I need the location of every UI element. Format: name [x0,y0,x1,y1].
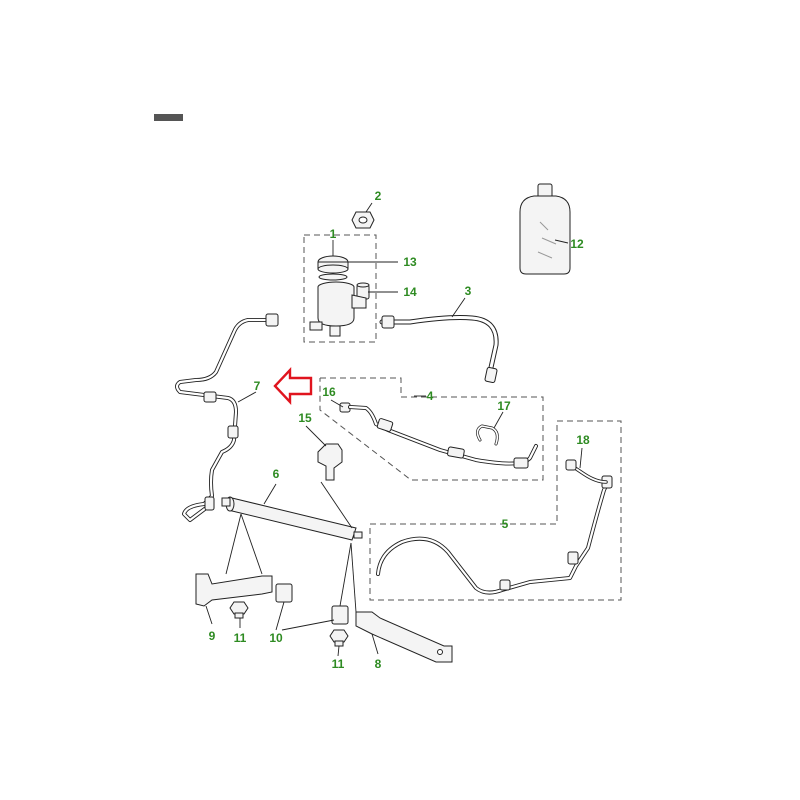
callout-6: 6 [273,467,280,481]
bracket-8 [355,611,453,663]
leader-lines [205,202,583,657]
mounting-clip-15 [317,443,343,481]
marker-bar [154,114,183,121]
callout-17: 17 [497,399,511,413]
callout-9: 9 [209,629,216,643]
callout-3: 3 [465,284,472,298]
pressure-hose-7 [175,313,279,522]
clip-10b [331,605,349,625]
callout-13: 13 [403,255,417,269]
callout-16: 16 [322,385,336,399]
callout-5: 5 [502,517,509,531]
callout-7: 7 [254,379,261,393]
bolt-11b [329,629,349,647]
callout-1: 1 [330,227,337,241]
return-hose-3 [379,315,499,384]
callout-4: 4 [427,389,434,403]
feed-hose-4 [339,402,538,469]
bracket-9 [195,573,273,607]
fluid-bottle [519,183,571,275]
callout-11a: 11 [234,631,247,645]
callout-18: 18 [576,433,590,447]
cap-nut [351,211,375,229]
callout-15: 15 [298,411,312,425]
reservoir-body [309,281,367,337]
return-hose-5 [376,475,613,595]
callout-12: 12 [570,237,584,251]
cooler-tube-6 [221,496,363,541]
clip-10a [275,583,293,603]
reservoir-cap [317,255,349,281]
callout-2: 2 [375,189,382,203]
pipe-18 [565,459,608,484]
bolt-11a [229,601,249,619]
group-box-4 [319,377,544,481]
callout-10: 10 [269,631,283,645]
callout-11b: 11 [332,657,345,671]
callout-14: 14 [403,285,417,299]
callout-8: 8 [375,657,382,671]
hose-clip-17 [475,424,499,446]
highlight-arrow [273,366,313,406]
group-box-5 [369,420,622,601]
